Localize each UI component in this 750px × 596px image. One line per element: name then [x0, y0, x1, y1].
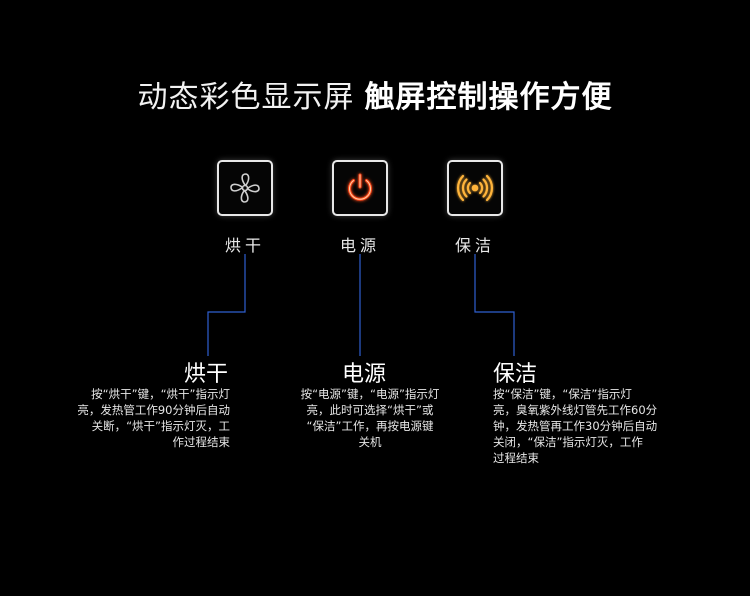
sterilize-desc-line: 钟，发热管再工作30分钟后自动	[493, 419, 658, 433]
dry-desc-line: 作过程结束	[172, 435, 231, 449]
headline-light: 动态彩色显示屏	[137, 80, 355, 116]
dry-button-label: 烘干	[224, 236, 265, 255]
sterilize-desc-line: 关闭，“保洁”指示灯灭，工作	[493, 435, 643, 449]
power-feature-description: 按“电源”键，“电源”指示灯 亮，此时可选择“烘干”或 “保洁”工作，再按电源键…	[275, 386, 465, 450]
sterilize-button-label: 保洁	[454, 236, 495, 255]
dry-button[interactable]	[217, 160, 273, 216]
power-button-label: 电源	[339, 236, 380, 255]
sterilize-icon	[456, 174, 494, 202]
dry-feature-title: 烘干	[184, 362, 229, 387]
sterilize-feature-title: 保洁	[493, 362, 538, 387]
sterilize-button[interactable]	[447, 160, 503, 216]
dry-desc-line: 按“烘干”键，“烘干”指示灯	[91, 387, 230, 401]
leader-line-sterilize	[474, 254, 515, 356]
power-desc-line: 按“电源”键，“电源”指示灯	[300, 387, 440, 401]
leader-line-dry	[207, 254, 246, 356]
dry-desc-line: 亮，发热管工作90分钟后自动	[77, 403, 230, 417]
power-desc-line: 关机	[358, 435, 382, 449]
page-headline: 动态彩色显示屏触屏控制操作方便	[0, 72, 750, 116]
dry-feature-description: 按“烘干”键，“烘干”指示灯 亮，发热管工作90分钟后自动 关断，“烘干”指示灯…	[77, 386, 230, 450]
headline-bold: 触屏控制操作方便	[364, 80, 613, 116]
power-desc-line: 亮，此时可选择“烘干”或	[306, 403, 434, 417]
power-button[interactable]	[332, 160, 388, 216]
sterilize-feature-description: 按“保洁”键，“保洁”指示灯 亮，臭氧紫外线灯管先工作60分 钟，发热管再工作3…	[493, 386, 657, 466]
sterilize-desc-line: 过程结束	[493, 451, 539, 465]
dry-desc-line: 关断，“烘干”指示灯灭，工	[91, 419, 230, 433]
power-desc-line: “保洁”工作，再按电源键	[306, 419, 434, 433]
power-icon	[348, 173, 372, 201]
power-feature-title: 电源	[342, 362, 387, 387]
sterilize-desc-line: 亮，臭氧紫外线灯管先工作60分	[493, 403, 658, 417]
sterilize-desc-line: 按“保洁”键，“保洁”指示灯	[493, 387, 632, 401]
fan-icon	[230, 173, 260, 203]
